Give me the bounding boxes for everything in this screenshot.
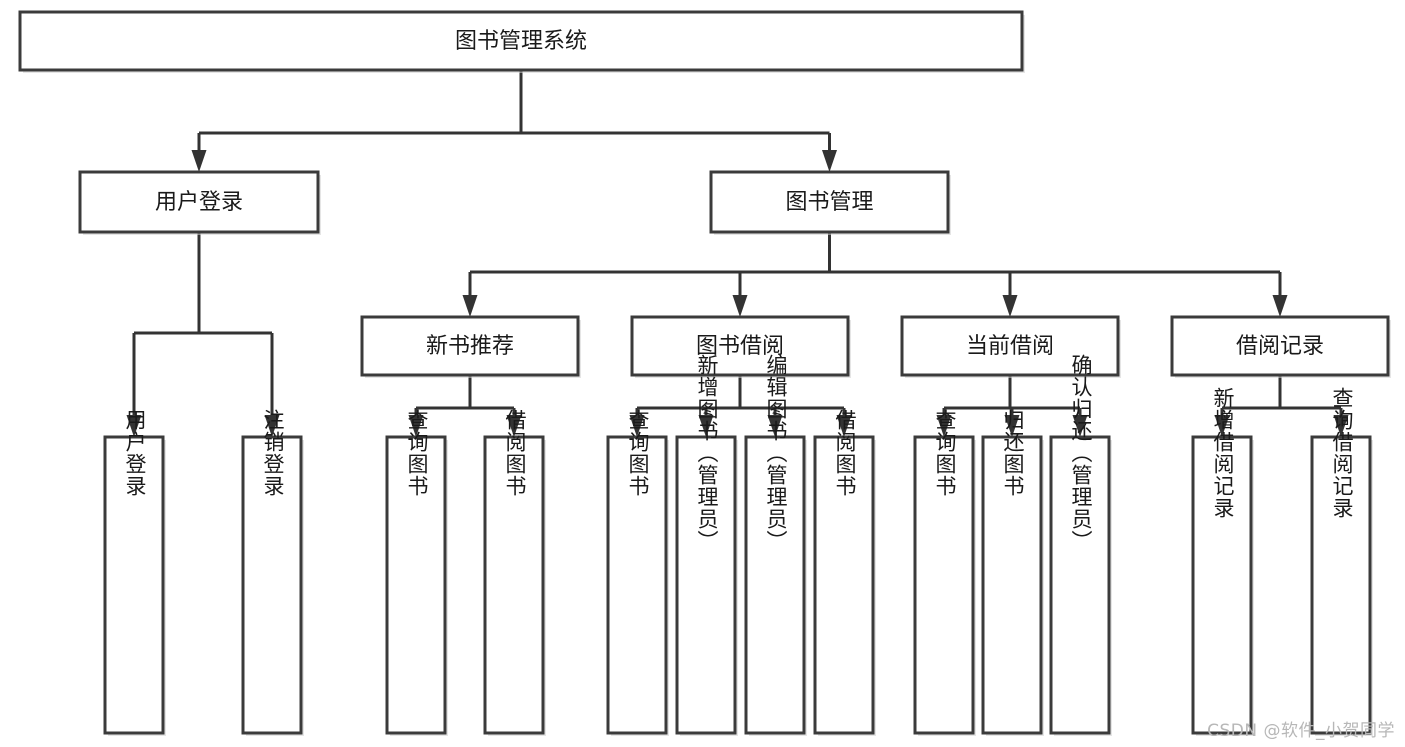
node-label: 注销登录: [261, 409, 285, 497]
node-box[interactable]: [913, 435, 975, 735]
arrow-head-icon: [1002, 295, 1018, 317]
node-label: 用户登录: [155, 190, 243, 215]
node-box[interactable]: [103, 435, 165, 735]
node-label: 归还图书: [1001, 409, 1025, 497]
arrow-head-icon: [462, 295, 478, 317]
arrow-head-icon: [1272, 295, 1288, 317]
node-leaf-newbook-borrow[interactable]: 借阅图书: [483, 409, 546, 736]
node-label: 查询借阅记录: [1330, 387, 1354, 519]
node-bookmgmt[interactable]: 图书管理: [709, 170, 951, 235]
arrow-head-icon: [191, 150, 207, 172]
arrow-head-icon: [1333, 415, 1349, 437]
node-box[interactable]: [675, 435, 737, 735]
node-leaf-current-query[interactable]: 查询图书: [913, 409, 976, 736]
node-box[interactable]: [483, 435, 545, 735]
node-box[interactable]: [1310, 435, 1372, 735]
node-box[interactable]: [241, 435, 303, 735]
node-label: 借阅图书: [503, 409, 527, 497]
arrow-head-icon: [698, 415, 714, 437]
node-leaf-record-add[interactable]: 新增借阅记录: [1191, 387, 1254, 736]
node-leaf-borrow-add[interactable]: 新增图书（管理员）: [675, 354, 738, 736]
node-records[interactable]: 借阅记录: [1170, 315, 1391, 378]
node-box[interactable]: [606, 435, 668, 735]
arrow-head-icon: [126, 415, 142, 437]
nodes-layer: 图书管理系统用户登录图书管理新书推荐图书借阅当前借阅借阅记录用户登录注销登录查询…: [18, 10, 1391, 736]
arrow-head-icon: [1004, 415, 1020, 437]
node-label: 新增借阅记录: [1211, 387, 1235, 519]
node-label: 新增图书（管理员）: [695, 354, 719, 552]
node-label: 查询图书: [626, 409, 650, 497]
arrow-head-icon: [1072, 415, 1088, 437]
node-box[interactable]: [900, 315, 1120, 377]
arrow-head-icon: [767, 415, 783, 437]
node-box[interactable]: [709, 170, 950, 234]
node-label: 借阅图书: [833, 409, 857, 497]
node-leaf-borrow-query[interactable]: 查询图书: [606, 409, 669, 736]
node-newbook[interactable]: 新书推荐: [360, 315, 581, 378]
node-label: 当前借阅: [966, 334, 1054, 359]
node-leaf-record-query[interactable]: 查询借阅记录: [1310, 387, 1373, 736]
node-label: 确认归还（管理员）: [1069, 354, 1093, 552]
node-label: 查询图书: [405, 409, 429, 497]
node-box[interactable]: [385, 435, 447, 735]
node-box[interactable]: [18, 10, 1024, 72]
node-label: 用户登录: [123, 409, 147, 497]
node-label: 新书推荐: [426, 334, 514, 359]
node-box[interactable]: [78, 170, 320, 234]
node-leaf-current-return[interactable]: 归还图书: [981, 409, 1044, 736]
node-box[interactable]: [981, 435, 1043, 735]
node-box[interactable]: [813, 435, 875, 735]
node-root[interactable]: 图书管理系统: [18, 10, 1025, 73]
arrow-head-icon: [836, 415, 852, 437]
arrow-head-icon: [629, 415, 645, 437]
node-label: 图书借阅: [696, 334, 784, 359]
node-leaf-borrow-edit[interactable]: 编辑图书（管理员）: [744, 354, 807, 736]
edges-layer: [126, 70, 1349, 437]
node-box[interactable]: [1049, 435, 1111, 735]
arrow-head-icon: [822, 150, 837, 172]
watermark-text: CSDN @软件_小贺同学: [1207, 721, 1395, 741]
node-leaf-borrow-lend[interactable]: 借阅图书: [813, 409, 876, 736]
node-leaf-logout[interactable]: 注销登录: [241, 409, 304, 736]
node-leaf-current-confirm[interactable]: 确认归还（管理员）: [1049, 354, 1112, 736]
node-box[interactable]: [1170, 315, 1390, 377]
node-label: 图书管理系统: [455, 29, 587, 54]
node-current[interactable]: 当前借阅: [900, 315, 1121, 378]
arrow-head-icon: [264, 415, 280, 437]
node-box[interactable]: [744, 435, 806, 735]
node-leaf-user-login[interactable]: 用户登录: [103, 409, 166, 736]
node-box[interactable]: [630, 315, 850, 377]
arrow-head-icon: [408, 415, 424, 437]
node-leaf-newbook-query[interactable]: 查询图书: [385, 409, 448, 736]
arrow-head-icon: [506, 415, 522, 437]
node-label: 借阅记录: [1236, 334, 1324, 359]
node-label: 查询图书: [933, 409, 957, 497]
node-borrow[interactable]: 图书借阅: [630, 315, 851, 378]
arrow-head-icon: [1214, 415, 1230, 437]
arrow-head-icon: [936, 415, 952, 437]
node-label: 编辑图书（管理员）: [764, 354, 788, 552]
node-box[interactable]: [360, 315, 580, 377]
node-login[interactable]: 用户登录: [78, 170, 321, 235]
node-label: 图书管理: [785, 190, 873, 215]
node-box[interactable]: [1191, 435, 1253, 735]
arrow-head-icon: [732, 295, 748, 317]
